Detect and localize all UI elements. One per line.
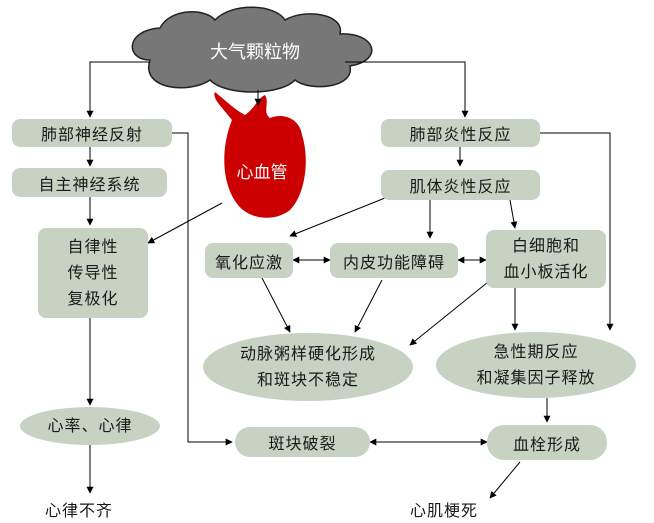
endothelial-node: 内皮功能障碍 [330,243,458,278]
body-inflam-label: 肌体炎性反应 [409,177,512,196]
connectors [86,61,614,499]
lung-reflex-node: 肺部神经反射 [12,119,172,147]
arrhythmia-label: 心律不齐 [45,501,114,520]
autonomic-node: 自主神经系统 [12,168,167,197]
heart-label: 心血管 [237,163,288,183]
oxidative-label: 氧化应激 [214,252,283,272]
heart-shape [214,92,306,218]
acute-label-1: 急性期反应 [493,342,579,361]
lung-reflex-label: 肺部神经反射 [40,125,143,144]
cloud-shape [131,6,373,93]
plaque-node: 斑块破裂 [235,427,370,457]
wbc-node: 白细胞和 血小板活化 [486,230,606,288]
cloud-label: 大气颗粒物 [210,42,300,63]
heart-rate-label: 心率、心律 [47,416,133,435]
wbc-label-2: 血小板活化 [503,262,589,281]
heart-rate-node: 心率、心律 [20,407,160,445]
athero-label-1: 动脉粥样硬化形成 [239,344,376,363]
rhythm-label-1: 自律性 [67,237,119,256]
lung-inflam-label: 肺部炎性反应 [409,125,512,144]
rhythm-label-3: 复极化 [67,289,119,308]
plaque-label: 斑块破裂 [268,434,337,453]
body-inflam-node: 肌体炎性反应 [381,170,540,200]
athero-node: 动脉粥样硬化形成 和斑块不稳定 [203,333,413,401]
thrombus-label: 血栓形成 [512,434,581,454]
lung-inflam-node: 肺部炎性反应 [381,119,540,147]
mi-label: 心肌梗死 [410,501,479,520]
rhythm-node: 自律性 传导性 复极化 [38,228,148,318]
acute-node: 急性期反应 和凝集因子释放 [436,332,636,398]
thrombus-node: 血栓形成 [487,425,607,460]
acute-label-2: 和凝集因子释放 [476,368,596,387]
wbc-label-1: 白细胞和 [511,236,580,255]
oxidative-node: 氧化应激 [205,243,293,278]
athero-label-2: 和斑块不稳定 [256,370,359,389]
endothelial-label: 内皮功能障碍 [342,252,445,272]
autonomic-label: 自主神经系统 [38,174,141,194]
rhythm-label-2: 传导性 [67,263,119,282]
